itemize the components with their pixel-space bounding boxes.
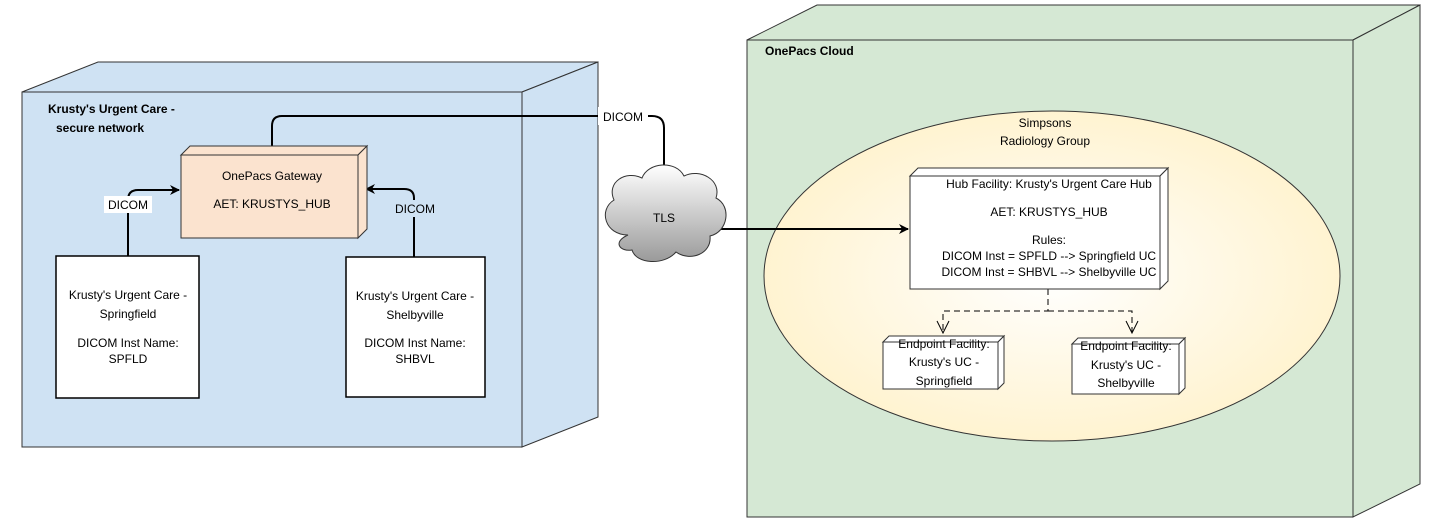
radiology-group-line1: Simpsons [1019,116,1072,130]
endpoint-springfield-node: Endpoint Facility: Krusty's UC - Springf… [881,334,1006,391]
shelbyville-site-box [345,256,486,398]
springfield-site-line1: Krusty's Urgent Care - [69,288,187,302]
endpoint-shelbyville-node: Endpoint Facility: Krusty's UC - Shelbyv… [1070,336,1187,396]
endpoint-springfield-side-face [997,334,1005,391]
endpoint-shelbyville-line1: Endpoint Facility: [1080,339,1171,353]
wan-dicom-link [271,115,665,178]
shelbyville-site-line3: DICOM Inst Name: [364,336,465,350]
springfield-site-line3: DICOM Inst Name: [77,336,178,350]
gateway-side-face [357,144,368,240]
gateway-aet: AET: KRUSTYS_HUB [213,197,330,211]
hub-facility-rule1: DICOM Inst = SPFLD --> Springfield UC [942,249,1156,263]
onepacs-cloud-side-face [1352,4,1421,518]
endpoint-springfield-line3: Springfield [916,374,973,388]
hub-facility-node: Hub Facility: Krusty's Urgent Care Hub A… [908,166,1170,291]
endpoint-springfield-arrowhead [936,320,950,335]
shelbyville-dicom-link [365,184,415,257]
krusty-network-side-face [521,61,599,448]
springfield-site-box [55,255,200,399]
wan-dicom-label-bg [598,107,648,125]
gateway-top-face [179,145,369,156]
shelbyville-site-line2: Shelbyville [386,308,444,322]
shelbyville-dicom-label-bg [392,200,438,217]
hub-to-endpoints-link [942,289,1133,333]
springfield-site-line4: SPFLD [109,352,148,366]
gateway-name: OnePacs Gateway [222,169,322,183]
onepacs-cloud-top-face [746,4,1421,41]
shelbyville-site-node: Krusty's Urgent Care - Shelbyville DICOM… [345,256,486,398]
onepacs-gateway-node: OnePacs Gateway AET: KRUSTYS_HUB [179,144,369,240]
shelbyville-site-line4: SHBVL [395,352,435,366]
endpoint-shelbyville-side-face [1178,336,1186,396]
shelbyville-dicom-label: DICOM [395,202,435,216]
hub-facility-top-face [908,167,1170,177]
shelbyville-site-line1: Krusty's Urgent Care - [356,289,474,303]
wan-dicom-label: DICOM [603,110,643,124]
krusty-network-top-face [21,61,599,93]
springfield-site-node: Krusty's Urgent Care - Springfield DICOM… [55,255,200,399]
hub-facility-aet: AET: KRUSTYS_HUB [990,205,1107,219]
endpoint-shelbyville-front-face [1071,343,1180,395]
onepacs-cloud-title: OnePacs Cloud [765,44,854,58]
radiology-group-line2: Radiology Group [1000,134,1090,148]
hub-facility-rules-label: Rules: [1032,233,1066,247]
krusty-network-title-line1: Krusty's Urgent Care - [48,102,175,116]
endpoint-springfield-line1: Endpoint Facility: [898,337,989,351]
endpoint-shelbyville-arrowhead [1125,320,1139,335]
tls-cloud-shape [604,164,727,262]
gateway-front-face [180,154,359,239]
endpoint-springfield-front-face [882,341,999,390]
springfield-site-line2: Springfield [100,307,157,321]
tls-cloud-label: TLS [653,211,675,225]
hub-facility-title: Hub Facility: Krusty's Urgent Care Hub [946,177,1152,191]
hub-facility-front-face [909,175,1161,290]
krusty-network-title-line2: secure network [56,121,144,135]
hub-facility-rule2: DICOM Inst = SHBVL --> Shelbyville UC [942,265,1157,279]
endpoint-springfield-line2: Krusty's UC - [909,355,979,369]
hub-facility-side-face [1159,166,1169,291]
endpoint-shelbyville-line2: Krusty's UC - [1091,358,1161,372]
springfield-dicom-label: DICOM [108,198,148,212]
springfield-dicom-label-bg [104,196,152,213]
tls-cloud-node: TLS [604,164,727,262]
endpoint-shelbyville-line3: Shelbyville [1097,376,1155,390]
